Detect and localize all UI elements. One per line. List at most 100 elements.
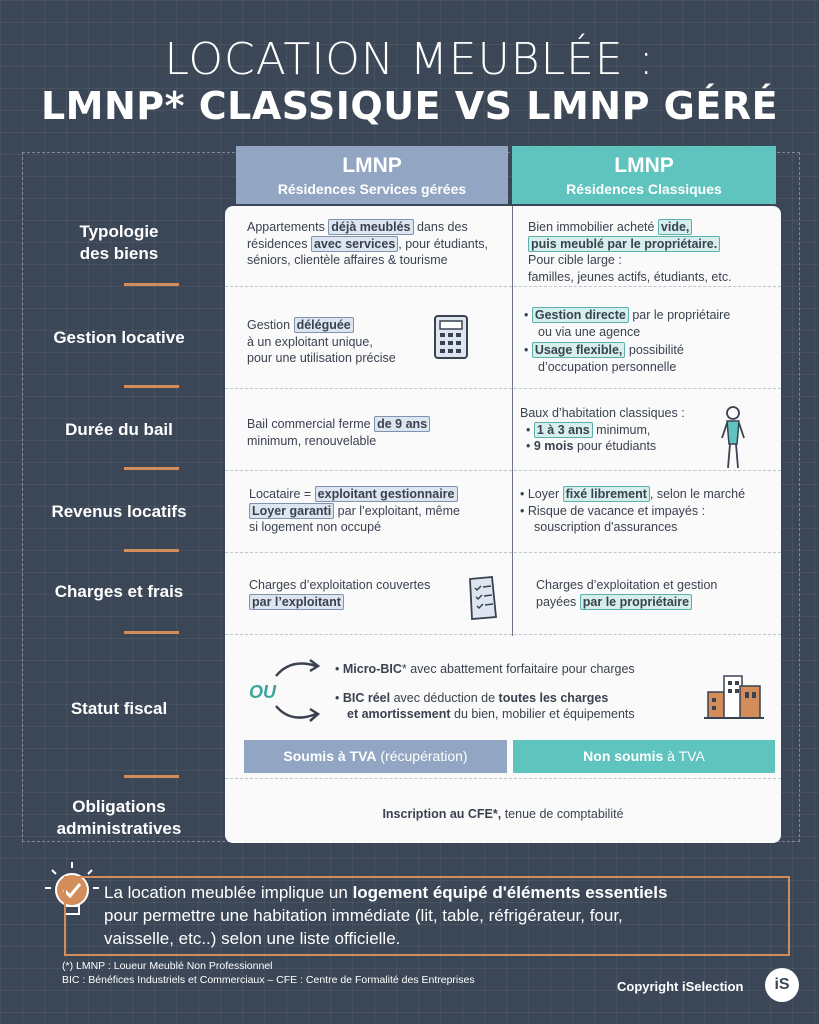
- highlight: 1 à 3 ans: [533, 421, 593, 438]
- row-label-duree: Durée du bail: [65, 420, 173, 439]
- label-line: administratives: [56, 819, 182, 838]
- person-icon: [721, 406, 745, 469]
- highlight: avec services: [310, 235, 399, 252]
- cell-gestion-classique: • Gestion directe par le propriétaire ou…: [524, 307, 779, 375]
- bold-text: 9 mois: [533, 439, 574, 453]
- text: à TVA: [663, 748, 705, 764]
- text: dans des: [413, 220, 468, 234]
- bold-text: Soumis à TVA: [283, 748, 377, 764]
- row-label-fiscal: Statut fiscal: [70, 699, 168, 718]
- text-line: et amortissement du bien, mobilier et éq…: [335, 706, 705, 723]
- highlight: par l’exploitant: [249, 593, 344, 610]
- bold-text: logement équipé d'éléments essentiels: [352, 883, 668, 902]
- text: , pour étudiants,: [398, 236, 488, 251]
- column-subtitle: Résidences Services gérées: [277, 181, 467, 197]
- column-title: LMNP: [614, 154, 674, 177]
- comparison-card: [225, 206, 781, 843]
- text: Charges d’exploitation couvertes: [249, 578, 431, 592]
- row-label-charges: Charges et frais: [54, 582, 184, 601]
- cell-duree-classique: Baux d’habitation classiques : • 1 à 3 a…: [520, 405, 720, 455]
- iselection-logo: iS: [765, 968, 799, 1002]
- row-underline: [124, 549, 179, 552]
- column-header-gere: LMNP Résidences Services gérées: [236, 146, 508, 204]
- text: Pour cible large :: [528, 253, 622, 267]
- text: pour permettre une habitation immédiate …: [104, 906, 623, 925]
- page-title-line1: LOCATION MEUBLÉE :: [164, 34, 655, 85]
- row-underline: [124, 631, 179, 634]
- label-line: Typologie: [79, 222, 159, 241]
- ou-label: OU: [249, 682, 276, 702]
- bold-text: Inscription au CFE*,: [382, 807, 502, 821]
- text: vaisselle, etc..) selon une liste offici…: [104, 929, 401, 948]
- text: , selon le marché: [649, 487, 746, 501]
- text: Loyer: [527, 487, 563, 501]
- text: Gestion: [247, 318, 294, 332]
- text: souscription d'assurances: [534, 520, 678, 534]
- row-underline: [124, 775, 179, 778]
- bold-text: BIC réel: [342, 690, 391, 705]
- text: familles, jeunes actifs, étudiants, etc.: [528, 269, 732, 284]
- text: payées: [536, 594, 580, 609]
- row-separator: [225, 552, 781, 553]
- tva-bar-classique: Non soumis à TVA: [513, 740, 775, 773]
- column-subtitle: Résidences Classiques: [566, 181, 722, 197]
- column-title: LMNP: [342, 154, 402, 177]
- row-label-revenus: Revenus locatifs: [51, 502, 187, 521]
- bullet-item: • BIC réel avec déduction de toutes les …: [335, 690, 609, 705]
- highlight: déjà meublés: [328, 219, 414, 235]
- cell-obligations: Inscription au CFE*, tenue de comptabili…: [225, 806, 781, 823]
- text: résidences: [247, 236, 311, 251]
- text: * avec abattement forfaitaire pour charg…: [401, 662, 635, 676]
- cell-charges-gere: Charges d’exploitation couvertes par l’e…: [249, 577, 464, 610]
- text: Risque de vacance et impayés :: [527, 503, 706, 518]
- row-label-typologie: Typologie des biens: [24, 221, 214, 265]
- bullet-item: • Loyer fixé librement, selon le marché: [520, 486, 746, 502]
- page-title-line2: LMNP* CLASSIQUE VS LMNP GÉRÉ: [40, 84, 779, 128]
- bullet-item: • Risque de vacance et impayés :: [520, 503, 706, 518]
- label-line: des biens: [79, 244, 159, 263]
- text: (récupération): [376, 748, 468, 764]
- text: tenue de comptabilité: [501, 807, 624, 821]
- text: possibilité: [625, 343, 684, 357]
- highlight: vide,: [657, 219, 693, 235]
- highlight: fixé librement: [562, 486, 650, 502]
- highlight: Loyer garanti: [249, 502, 335, 519]
- bullet-item: • Gestion directe par le propriétaire: [524, 307, 731, 323]
- row-separator: [225, 286, 781, 287]
- row-separator: [225, 778, 781, 779]
- info-callout: La location meublée implique un logement…: [64, 876, 790, 956]
- text: La location meublée implique un: [104, 883, 353, 902]
- text: Bien immobilier acheté: [528, 220, 658, 234]
- cell-fiscal: • Micro-BIC* avec abattement forfaitaire…: [335, 661, 705, 723]
- highlight: Gestion directe: [531, 307, 629, 323]
- bullet-item: • Usage flexible, possibilité: [524, 342, 684, 358]
- highlight: de 9 ans: [374, 416, 431, 432]
- column-header-classique: LMNP Résidences Classiques: [512, 146, 776, 204]
- text: minimum, renouvelable: [247, 433, 377, 448]
- row-separator: [225, 470, 781, 471]
- row-separator: [225, 634, 781, 635]
- highlight: par le propriétaire: [579, 593, 693, 610]
- bold-text: toutes les charges: [498, 690, 609, 705]
- text: Appartements: [247, 220, 329, 234]
- highlight: déléguée: [293, 317, 354, 333]
- cell-typologie-classique: Bien immobilier acheté vide, puis meublé…: [528, 219, 778, 285]
- text: à un exploitant unique,: [247, 334, 373, 349]
- buildings-icon: [704, 675, 764, 719]
- bold-text: et amortissement: [347, 707, 451, 721]
- highlight: Usage flexible,: [531, 342, 626, 358]
- checklist-icon: [469, 576, 497, 620]
- calculator-icon: [434, 315, 468, 359]
- text: avec déduction de: [390, 690, 499, 705]
- bullet-item: • Micro-BIC* avec abattement forfaitaire…: [335, 662, 635, 676]
- cell-revenus-gere: Locataire = exploitant gestionnaire Loye…: [249, 486, 509, 536]
- row-underline: [124, 467, 179, 470]
- row-label-gestion: Gestion locative: [53, 328, 185, 347]
- arrows-icon: [275, 659, 321, 722]
- copyright: Copyright iSelection: [617, 979, 744, 994]
- text: d’occupation personnelle: [538, 359, 677, 374]
- footnote-lmnp: (*) LMNP : Loueur Meublé Non Professionn…: [62, 960, 273, 972]
- highlight: puis meublé par le propriétaire.: [528, 235, 721, 252]
- cell-gestion-gere: Gestion déléguée à un exploitant unique,…: [247, 317, 437, 367]
- text: Locataire =: [249, 487, 315, 501]
